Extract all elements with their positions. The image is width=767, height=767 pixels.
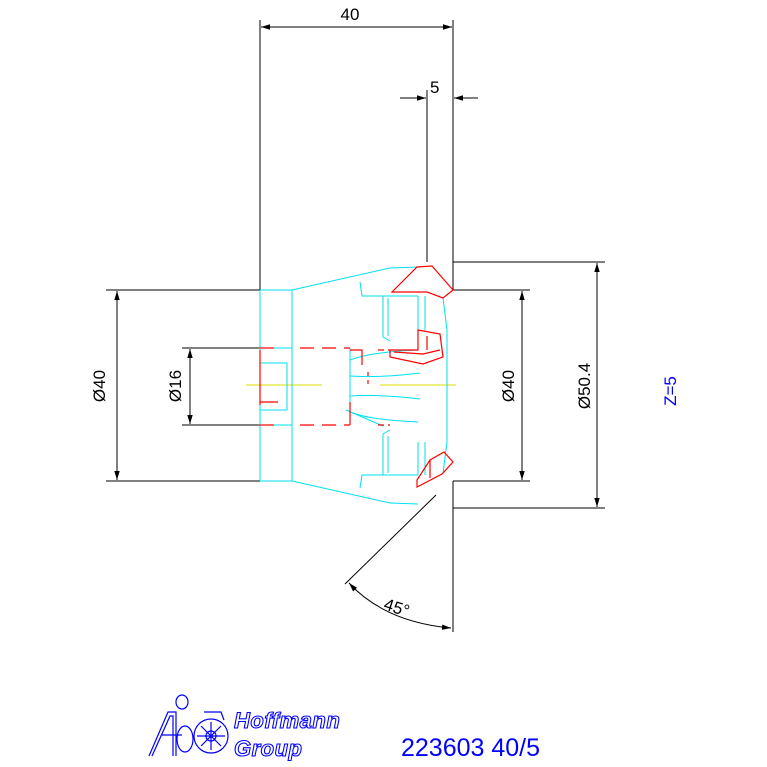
logo-line1: Hoffmann (234, 708, 340, 733)
dim-cutting-diameter: Ø50.4 (453, 261, 605, 509)
dim-length-label: 40 (341, 5, 360, 24)
logo-line2: Group (234, 736, 303, 761)
tool-body (259, 266, 448, 505)
dim-chamfer-angle: 45° (344, 494, 452, 630)
hoffmann-logo-mark (148, 694, 229, 757)
part-number: 223603 40/5 (401, 734, 540, 762)
dim-body-diameter-label: Ø40 (499, 370, 518, 402)
cutting-edges (259, 265, 454, 488)
dim-bore-diameter-label: Ø16 (166, 370, 185, 402)
dim-tooth-width: 5 (400, 78, 478, 262)
dim-length: 40 (259, 5, 454, 480)
teeth-count-label: Z=5 (661, 376, 680, 406)
dim-tooth-width-label: 5 (430, 78, 439, 97)
hoffmann-logo: Hoffmann Group (148, 694, 340, 762)
dim-chamfer-angle-label: 45° (382, 595, 412, 621)
dim-bore-diameter: Ø16 (166, 347, 260, 426)
dim-shank-diameter-label: Ø40 (90, 370, 109, 402)
dim-shank-diameter: Ø40 (90, 289, 260, 482)
dim-body-diameter: Ø40 (453, 289, 530, 482)
dim-cutting-diameter-label: Ø50.4 (575, 363, 594, 409)
